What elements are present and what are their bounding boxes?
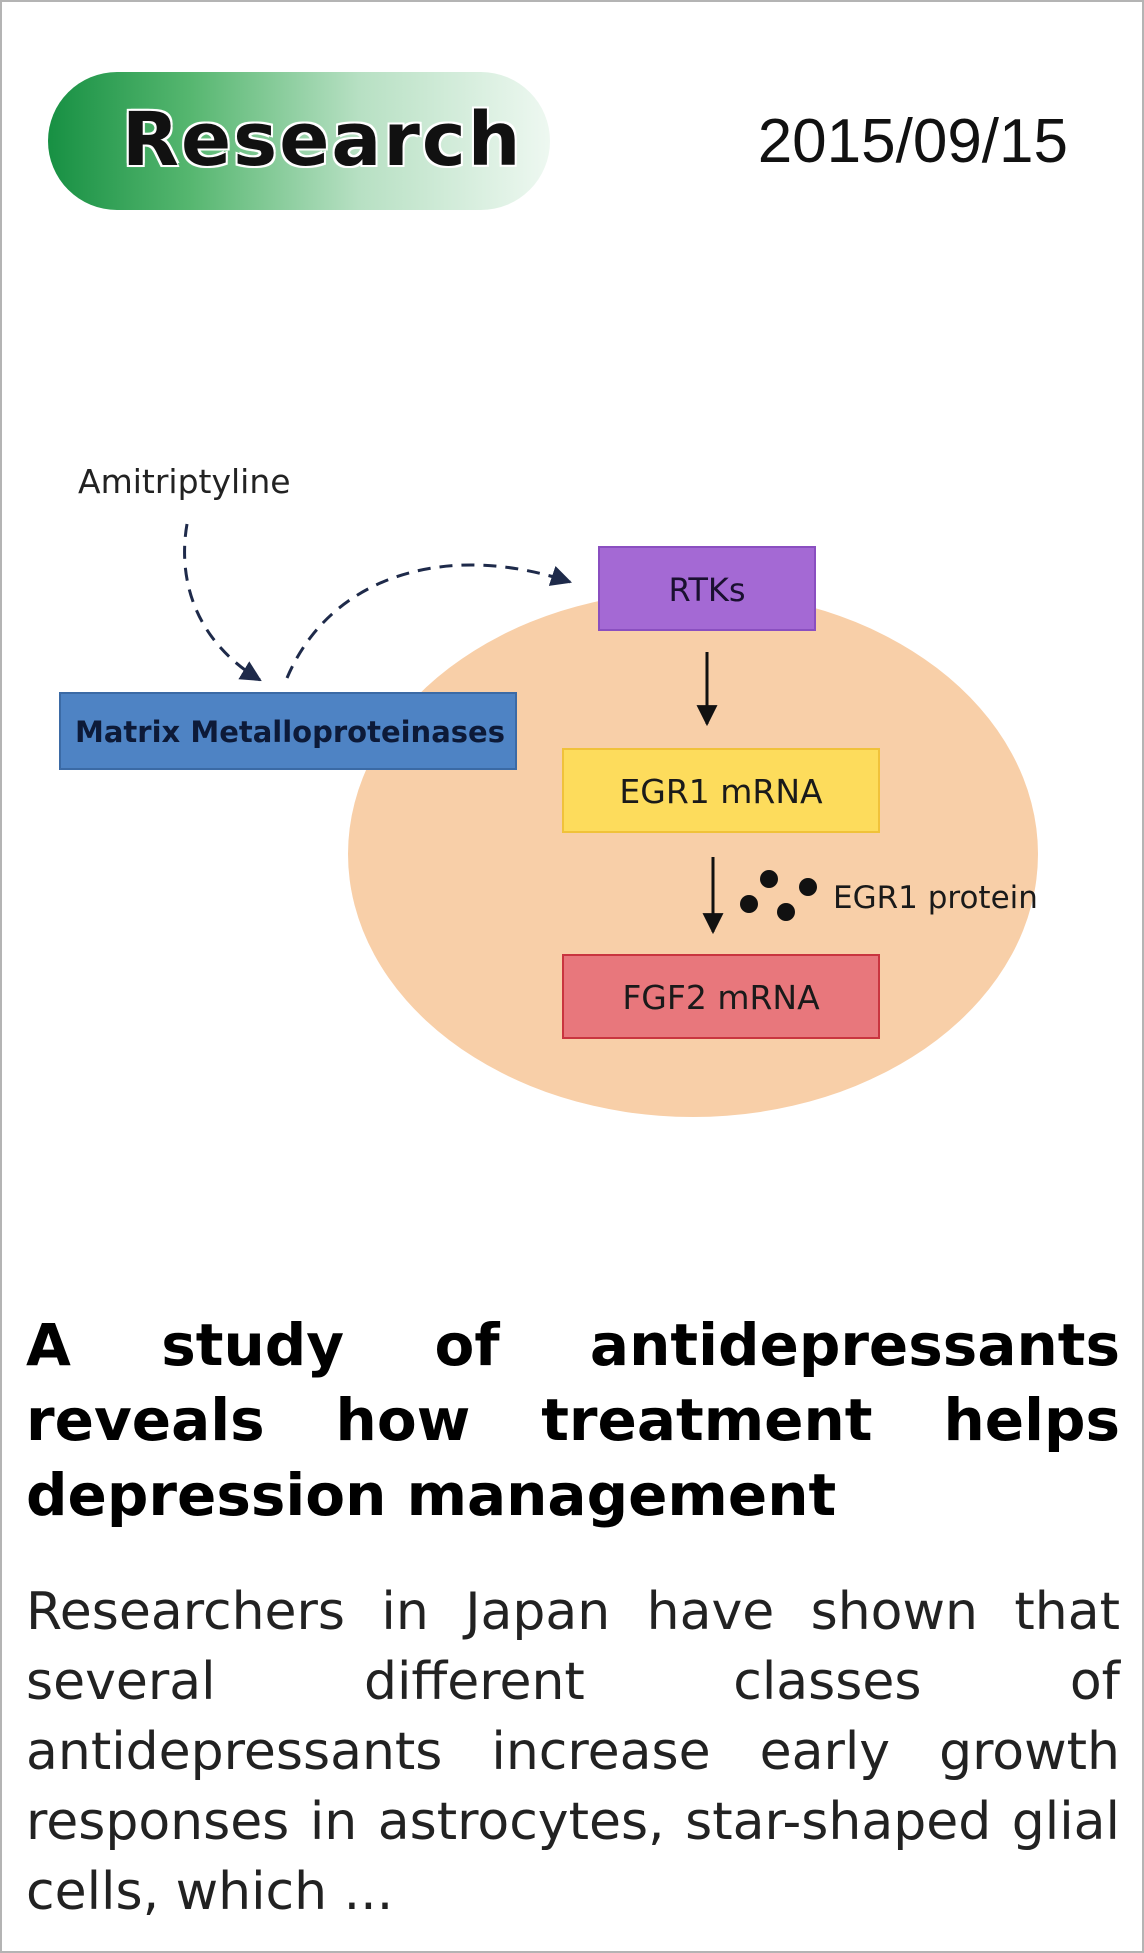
- egr1-protein-dot: [777, 903, 795, 921]
- category-label: Research: [121, 96, 523, 184]
- pathway-diagram-svg: Amitriptyline Matrix Metalloproteinases …: [59, 462, 1038, 1117]
- egr1-mrna-box[interactable]: [562, 748, 880, 833]
- mmp-box[interactable]: [59, 692, 517, 770]
- egr1-protein-label: EGR1 protein: [833, 880, 1038, 916]
- mmp-to-rtks-arrow: [285, 563, 572, 679]
- pathway-diagram[interactable]: Amitriptyline Matrix Metalloproteinases …: [2, 442, 1144, 1142]
- rtks-box[interactable]: [598, 546, 816, 631]
- egr1-mrna-label: EGR1 mRNA: [619, 772, 823, 811]
- egr1-protein-dot: [760, 870, 778, 888]
- fgf2-mrna-box[interactable]: [562, 954, 880, 1039]
- publish-date: 2015/09/15: [757, 107, 1068, 176]
- amitriptyline-label: Amitriptyline: [78, 462, 291, 501]
- mmp-label: Matrix Metalloproteinases: [75, 715, 505, 749]
- drug-to-mmp-arrow: [183, 523, 262, 682]
- article-title[interactable]: A study of antidepressants reveals how t…: [26, 1311, 1120, 1529]
- egr1-protein-dot: [799, 878, 817, 896]
- rtks-label: RTKs: [668, 571, 745, 609]
- category-badge: Research: [48, 72, 550, 210]
- egr1-protein-dot: [740, 895, 758, 913]
- article-summary: Researchers in Japan have shown that sev…: [26, 1582, 1120, 1922]
- fgf2-mrna-label: FGF2 mRNA: [622, 978, 820, 1017]
